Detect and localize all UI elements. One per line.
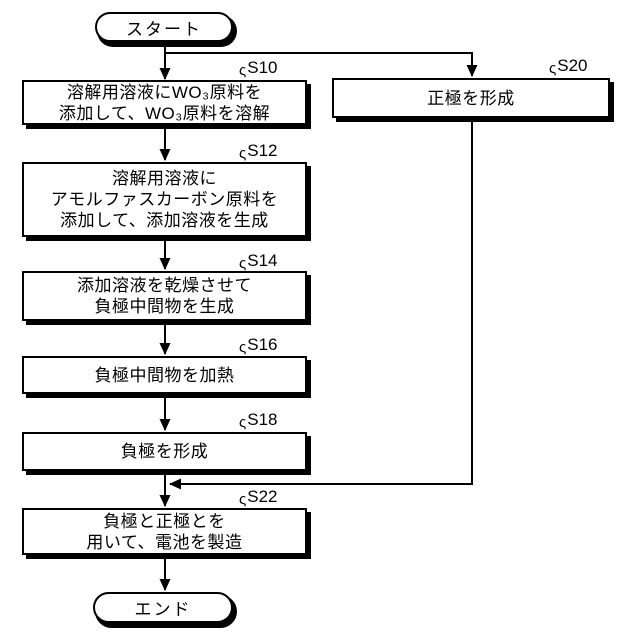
step-text-s22: 負極と正極とを 用いて、電池を製造 <box>86 511 243 552</box>
end-terminal-label: エンド <box>134 600 192 619</box>
step-text-s16: 負極中間物を加熱 <box>94 365 235 385</box>
step-label-s14: ςS14 <box>239 251 278 272</box>
step-box-s18: 負極を形成 <box>22 432 307 471</box>
start-terminal-label: スタート <box>126 19 202 39</box>
step-label-s12: ςS12 <box>239 141 278 162</box>
step-label-s10: ςS10 <box>239 58 278 79</box>
step-id-s12: S12 <box>247 141 278 160</box>
step-box-s16: 負極中間物を加熱 <box>22 356 307 394</box>
ref-mark-icon: ς <box>239 255 247 272</box>
step-text-s20: 正極を形成 <box>427 88 515 108</box>
connector-start-branch-to-s20 <box>165 52 478 77</box>
connector-s20-to-junction <box>169 119 473 490</box>
step-box-s12: 溶解用溶液に アモルファスカーボン原料を 添加して、添加溶液を生成 <box>22 162 307 237</box>
ref-mark-icon: ς <box>239 62 247 79</box>
step-text-s18: 負極を形成 <box>120 442 209 461</box>
ref-mark-icon: ς <box>549 60 557 77</box>
step-box-s22: 負極と正極とを 用いて、電池を製造 <box>22 508 307 555</box>
step-id-s22: S22 <box>247 487 278 506</box>
step-text-s12: 溶解用溶液に アモルファスカーボン原料を 添加して、添加溶液を生成 <box>50 169 279 230</box>
step-label-s22: ςS22 <box>239 487 278 508</box>
step-box-s20: 正極を形成 <box>332 78 610 118</box>
end-terminal: エンド <box>93 592 233 623</box>
ref-mark-icon: ς <box>239 339 247 356</box>
step-id-s14: S14 <box>247 251 278 270</box>
step-id-s16: S16 <box>247 335 278 354</box>
ref-mark-icon: ς <box>239 145 247 162</box>
step-id-s18: S18 <box>247 410 278 429</box>
step-text-s14: 添加溶液を乾燥させて 負極中間物を生成 <box>77 276 252 316</box>
step-label-s20: ςS20 <box>549 56 588 77</box>
ref-mark-icon: ς <box>239 491 247 508</box>
step-box-s10: 溶解用溶液にWO₃原料を 添加して、WO₃原料を溶解 <box>22 80 307 125</box>
step-box-s14: 添加溶液を乾燥させて 負極中間物を生成 <box>22 271 307 321</box>
step-text-s10: 溶解用溶液にWO₃原料を 添加して、WO₃原料を溶解 <box>58 82 271 123</box>
ref-mark-icon: ς <box>239 414 247 431</box>
step-id-s10: S10 <box>247 58 278 77</box>
step-label-s16: ςS16 <box>239 335 278 356</box>
start-terminal: スタート <box>95 12 233 42</box>
step-id-s20: S20 <box>557 56 588 75</box>
step-label-s18: ςS18 <box>239 410 278 431</box>
